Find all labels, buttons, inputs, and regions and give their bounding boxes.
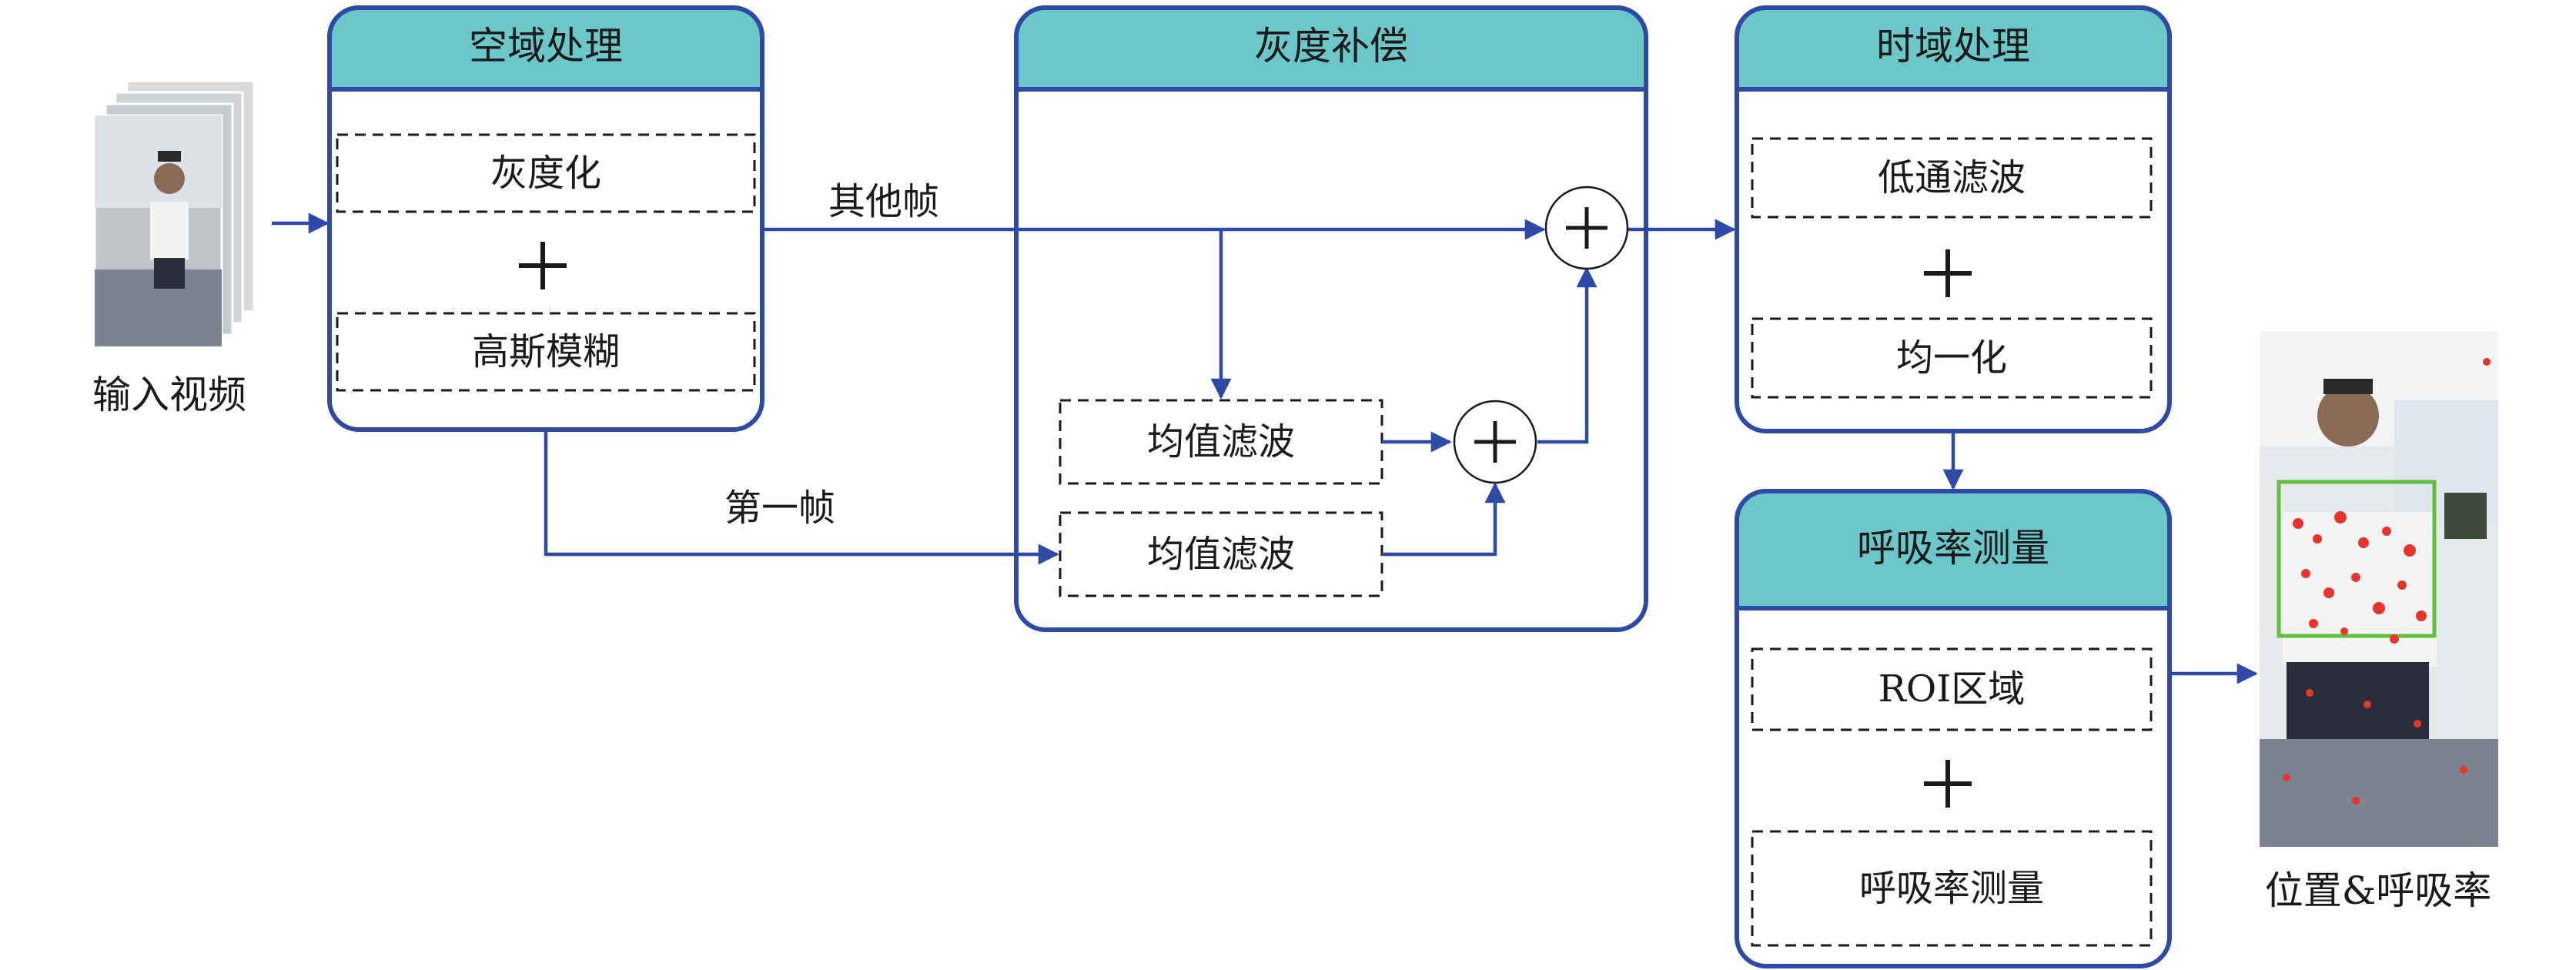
- arrow-first-frame: [544, 430, 1059, 565]
- resp-step-roi-label: ROI区域: [1878, 667, 2025, 711]
- arrow-filter2-to-sum: [1382, 482, 1506, 557]
- spatial-step-gaussian-blur: [336, 312, 756, 392]
- input-video-frames: [93, 79, 256, 348]
- gray-stage-title: 灰度补偿: [1254, 24, 1408, 69]
- spatial-stage-title: 空域处理: [469, 24, 623, 69]
- spatial-step-grayscale-label: 灰度化: [490, 152, 601, 195]
- spatial-stage: 空域处理 灰度化 高斯模糊: [327, 5, 764, 432]
- temporal-step-normalize: [1751, 317, 2153, 399]
- gray-stage-header: [1014, 5, 1648, 92]
- gray-compensation-stage: 灰度补偿 均值滤波 均值滤波: [1014, 5, 1648, 632]
- arrow-sum-to-sum: [1537, 266, 1597, 444]
- spatial-stage-header: [327, 5, 764, 92]
- gray-mean-filter-2-label: 均值滤波: [1147, 533, 1295, 576]
- video-frame-front: [93, 114, 223, 348]
- gray-mean-filter-1-label: 均值滤波: [1147, 420, 1295, 463]
- motion-markers: [2283, 358, 2491, 804]
- spatial-step-grayscale: [336, 133, 756, 213]
- gray-mean-filter-2: [1059, 511, 1383, 597]
- spatial-step-gaussian-blur-label: 高斯模糊: [472, 330, 620, 373]
- edge-label-other-frames: 其他帧: [828, 180, 939, 223]
- temporal-stage-title: 时域处理: [1876, 24, 2030, 69]
- input-video-caption: 输入视频: [92, 373, 246, 417]
- temporal-plus-icon: [1924, 249, 1972, 297]
- output-result-photo: [2260, 331, 2498, 847]
- resp-step-roi: [1751, 647, 2153, 731]
- temporal-step-lowpass-label: 低通滤波: [1878, 156, 2026, 199]
- respiration-stage: 呼吸率测量 ROI区域 呼吸率测量: [1735, 489, 2172, 968]
- resp-stage-header: [1735, 489, 2172, 610]
- gray-mean-filter-1: [1059, 399, 1383, 485]
- spatial-plus-icon: [519, 242, 567, 289]
- edge-label-first-frame: 第一帧: [724, 487, 835, 530]
- resp-step-measure-label: 呼吸率测量: [1859, 867, 2044, 910]
- temporal-stage-header: [1735, 5, 2172, 92]
- resp-plus-icon: [1924, 760, 1972, 808]
- sum-junction-lower: [1453, 400, 1537, 484]
- temporal-step-lowpass: [1751, 137, 2153, 219]
- resp-step-measure: [1751, 830, 2153, 947]
- temporal-step-normalize-label: 均一化: [1896, 336, 2007, 380]
- roi-box: [2277, 480, 2437, 638]
- output-caption: 位置&呼吸率: [2265, 868, 2492, 913]
- resp-stage-title: 呼吸率测量: [1857, 526, 2049, 570]
- sum-junction-upper: [1544, 186, 1629, 270]
- temporal-stage: 时域处理 低通滤波 均一化: [1735, 5, 2172, 433]
